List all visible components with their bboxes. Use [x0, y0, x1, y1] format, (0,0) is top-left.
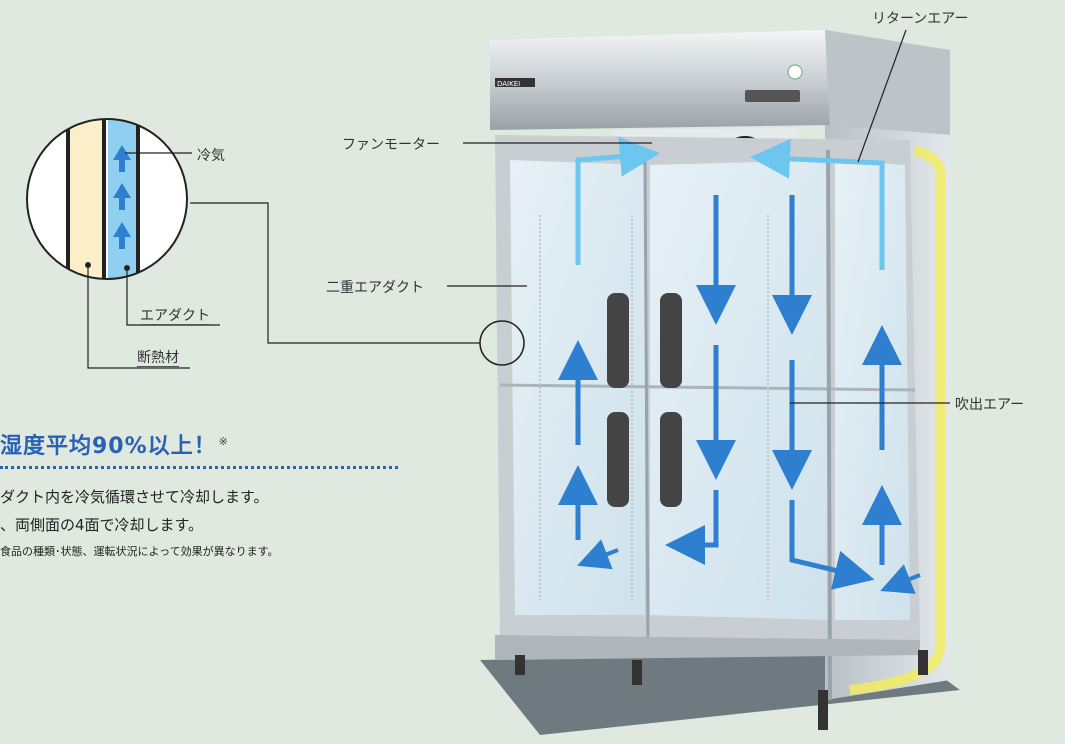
brand-plate: [495, 78, 535, 87]
label-double-air-duct: 二重エアダクト: [326, 280, 424, 296]
door-handle: [607, 293, 629, 388]
airflow-arrow: [665, 490, 719, 565]
leg: [515, 655, 525, 675]
duct-detail-circle: [27, 119, 187, 279]
air-duct-detail-leader: [126, 268, 220, 326]
return-air-glow: [849, 145, 946, 695]
return-air-leader: [857, 29, 907, 163]
airflow-arrow: [750, 138, 885, 270]
label-fan-motor: ファンモーター: [342, 137, 440, 153]
label-air-duct: エアダクト: [140, 308, 210, 324]
airflow-arrow: [575, 136, 660, 265]
label-insulation: 断熱材: [137, 350, 179, 366]
airflow-arrow: [789, 500, 875, 590]
logo-icon: [787, 64, 803, 80]
dotted-divider: [0, 466, 398, 469]
headline: 湿度平均90%以上！※: [0, 428, 229, 460]
description-line-2: 、両側面の4面で冷却します。: [0, 516, 204, 534]
headline-note-mark: ※: [218, 434, 229, 448]
airflow-arrow: [880, 564, 921, 594]
door-handle: [660, 293, 682, 388]
top-machine-unit: [490, 30, 830, 130]
footnote: 食品の種類･状態、運転状況によって効果が異なります。: [0, 545, 279, 558]
door-handle: [607, 412, 629, 507]
insulation-leader: [87, 265, 190, 369]
label-blow-air: 吹出エアー: [955, 397, 1025, 413]
headline-text: 湿度平均90%以上！: [0, 434, 217, 459]
zoom-connector-line: [190, 202, 480, 344]
brand-text: DAIKEI: [497, 80, 520, 88]
label-cool-air: 冷気: [197, 148, 225, 164]
leg: [818, 690, 828, 730]
leg: [632, 660, 642, 685]
airflow-arrow: [577, 539, 619, 570]
leg: [918, 650, 928, 675]
label-return-air: リターンエアー: [872, 11, 969, 27]
description-line-1: ダクト内を冷気循環させて冷却します。: [0, 488, 269, 506]
door-handle: [660, 412, 682, 507]
control-panel: [745, 90, 800, 102]
door-panel-center: [650, 160, 830, 620]
